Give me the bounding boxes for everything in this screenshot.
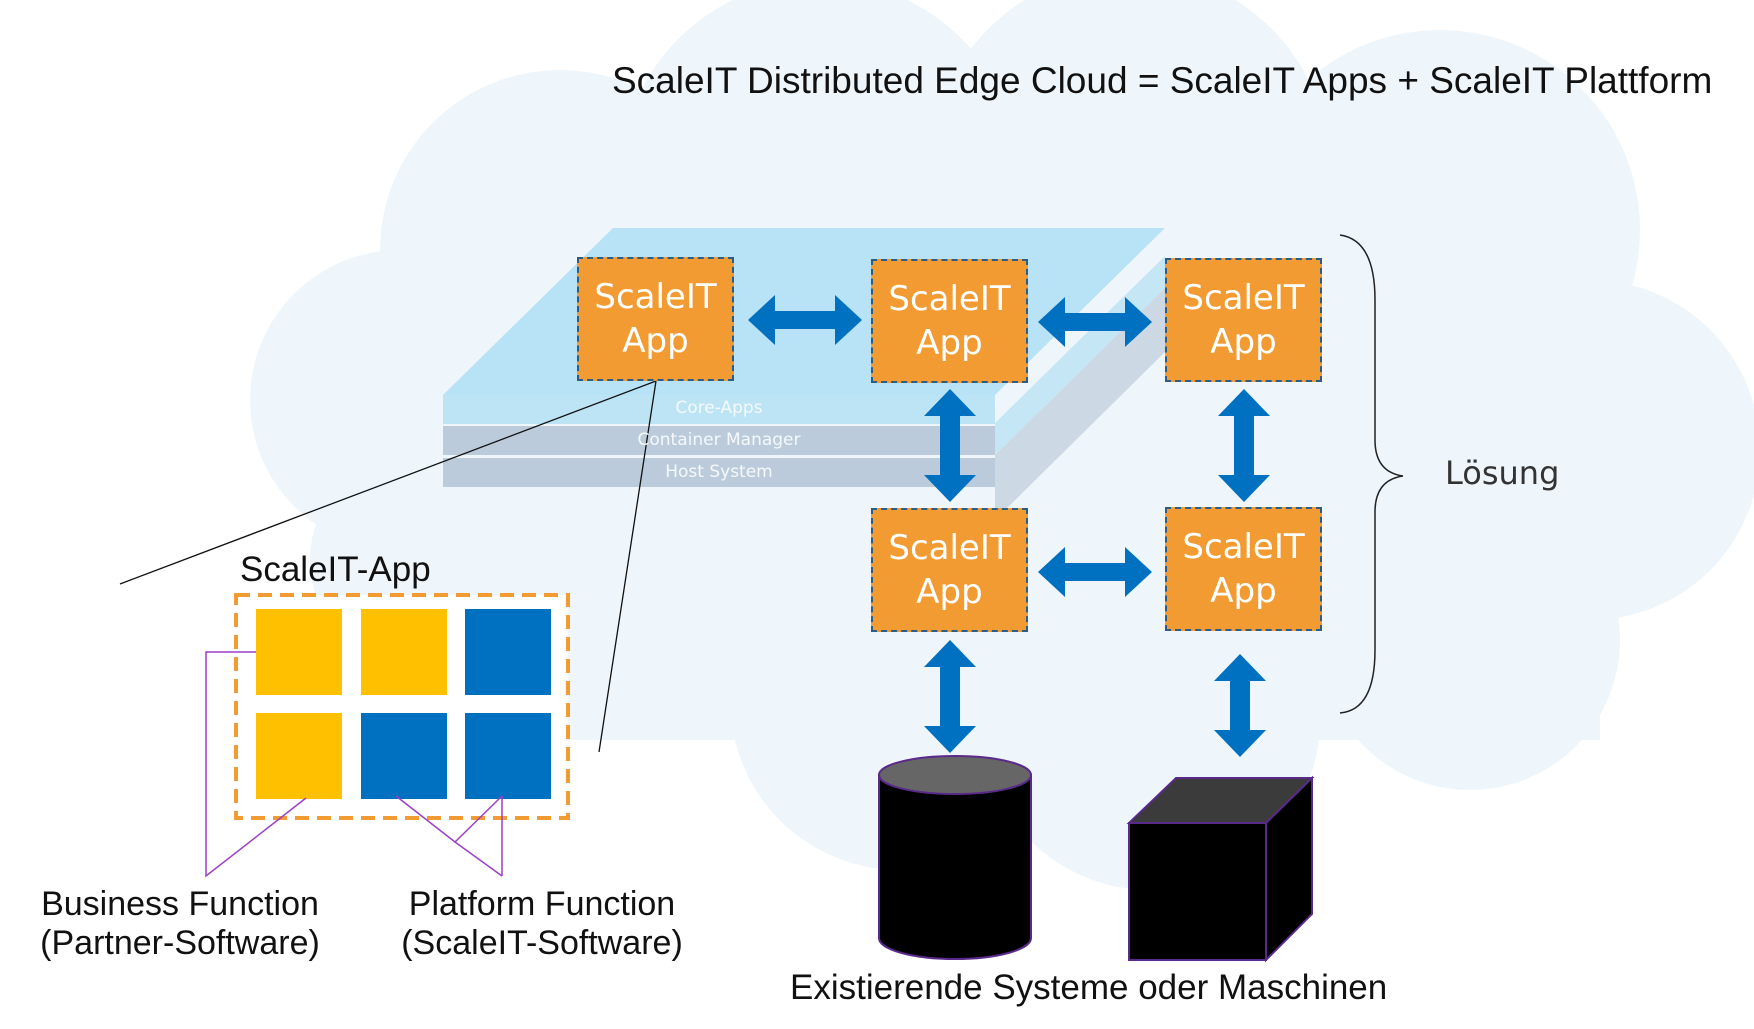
- app-label-line2: App: [916, 572, 983, 612]
- scaleit-app-box: ScaleIT App: [871, 259, 1028, 383]
- business-function-label: Business Function (Partner-Software): [20, 885, 340, 963]
- double-arrow-icon: [924, 640, 976, 753]
- app-label-line1: ScaleIT: [888, 528, 1011, 568]
- app-label-line1: ScaleIT: [594, 277, 717, 317]
- platform-function-label: Platform Function (ScaleIT-Software): [382, 885, 702, 963]
- core-apps-side: [995, 256, 1165, 455]
- double-arrow-icon: [748, 295, 862, 345]
- machine-cube-icon: [1126, 775, 1315, 963]
- platform-function-block: [361, 713, 447, 799]
- double-arrow-icon: [924, 389, 976, 502]
- scaleit-app-box: ScaleIT App: [1165, 507, 1322, 631]
- container-manager-side: [995, 288, 1165, 487]
- business-function-block: [256, 609, 342, 695]
- scaleit-app-box: ScaleIT App: [1165, 258, 1322, 382]
- zoom-app-title: ScaleIT-App: [240, 550, 431, 589]
- diagram-title: ScaleIT Distributed Edge Cloud = ScaleIT…: [612, 60, 1713, 101]
- app-label-line1: ScaleIT: [1182, 527, 1305, 567]
- arrows: [748, 295, 1270, 757]
- platform-function-block: [465, 609, 551, 695]
- double-arrow-icon: [1218, 389, 1270, 502]
- database-icon: [878, 755, 1032, 960]
- platform-function-block: [465, 713, 551, 799]
- scaleit-app-box: ScaleIT App: [577, 257, 734, 381]
- scaleit-app-box: ScaleIT App: [871, 508, 1028, 632]
- layer-label-core-apps: Core-Apps: [675, 398, 763, 418]
- core-apps-layer: [443, 395, 995, 424]
- layer-label-container-manager: Container Manager: [637, 430, 801, 450]
- app-label-line1: ScaleIT: [888, 279, 1011, 319]
- solution-label: Lösung: [1445, 454, 1560, 492]
- double-arrow-icon: [1038, 547, 1152, 597]
- platform-leader: [454, 841, 503, 877]
- container-manager-layer: [443, 426, 995, 455]
- zoomed-app: [234, 593, 570, 820]
- double-arrow-icon: [1038, 297, 1152, 347]
- business-function-line2: (Partner-Software): [40, 924, 320, 962]
- business-function-block: [256, 713, 342, 799]
- curly-brace: [1339, 234, 1404, 714]
- zoom-line: [598, 380, 657, 753]
- business-function-block: [361, 609, 447, 695]
- layer-label-host-system: Host System: [665, 462, 773, 482]
- platform-function-line1: Platform Function: [408, 885, 676, 923]
- platform-function-line2: (ScaleIT-Software): [401, 924, 683, 962]
- business-function-line1: Business Function: [41, 885, 319, 923]
- app-label-line2: App: [1210, 571, 1277, 611]
- existing-systems-label: Existierende Systeme oder Maschinen: [790, 968, 1388, 1007]
- double-arrow-icon: [1214, 654, 1266, 757]
- leader-lines: [205, 651, 503, 878]
- app-label-line2: App: [916, 323, 983, 363]
- app-label-line1: ScaleIT: [1182, 278, 1305, 318]
- zoom-line: [119, 380, 657, 585]
- business-leader: [205, 651, 307, 878]
- app-label-line2: App: [622, 321, 689, 361]
- host-system-layer: [443, 458, 995, 487]
- host-system-side: [995, 320, 1165, 520]
- app-label-line2: App: [1210, 322, 1277, 362]
